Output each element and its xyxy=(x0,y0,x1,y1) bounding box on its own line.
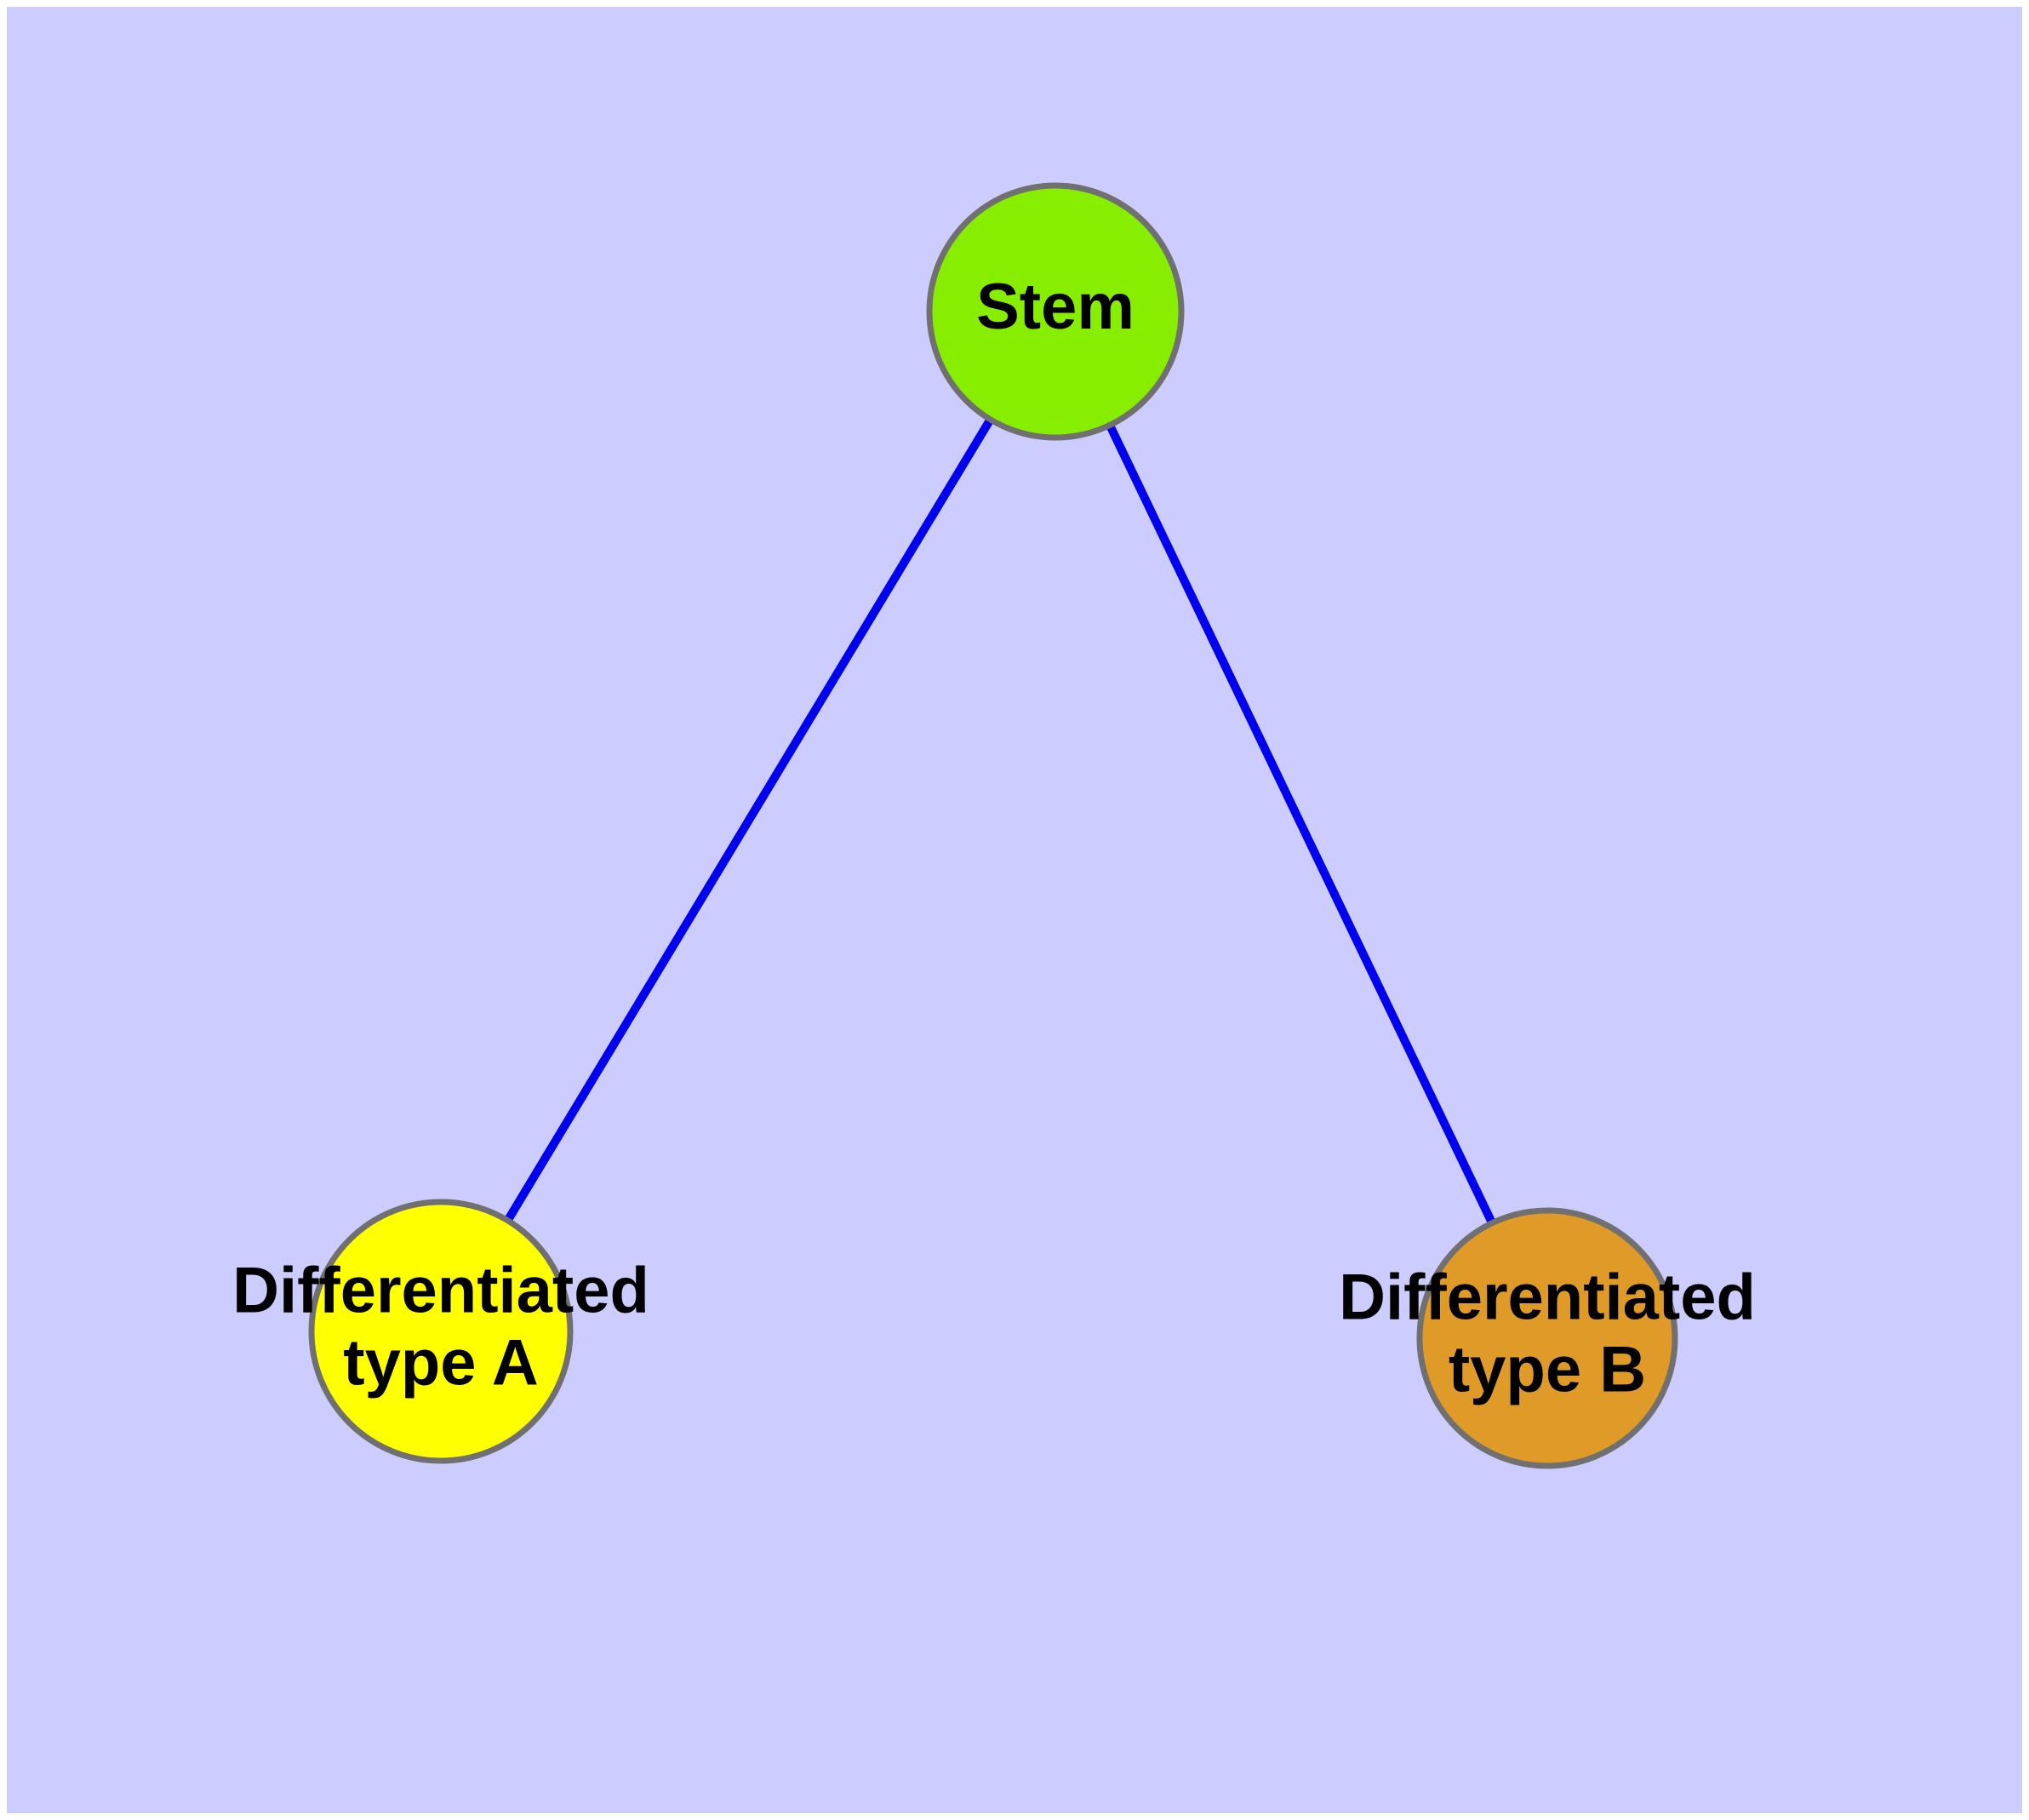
node-stem[interactable] xyxy=(926,182,1185,441)
node-label-line: Differentiated xyxy=(232,1255,649,1327)
node-diff_b[interactable] xyxy=(1416,1207,1678,1469)
edge-stem-diff-b[interactable] xyxy=(1051,309,1552,1341)
node-label-line: Differentiated xyxy=(1339,1262,1756,1334)
node-label-line: Stem xyxy=(976,271,1135,343)
node-label-line: type B xyxy=(1449,1334,1646,1406)
edge-layer xyxy=(437,309,1552,1341)
node-diff_a[interactable] xyxy=(308,1199,574,1464)
node-layer xyxy=(308,182,1678,1469)
edge-stem-diff-a[interactable] xyxy=(437,309,1060,1334)
node-label-stem: Stem xyxy=(976,271,1135,343)
node-label-line: type A xyxy=(343,1327,538,1399)
